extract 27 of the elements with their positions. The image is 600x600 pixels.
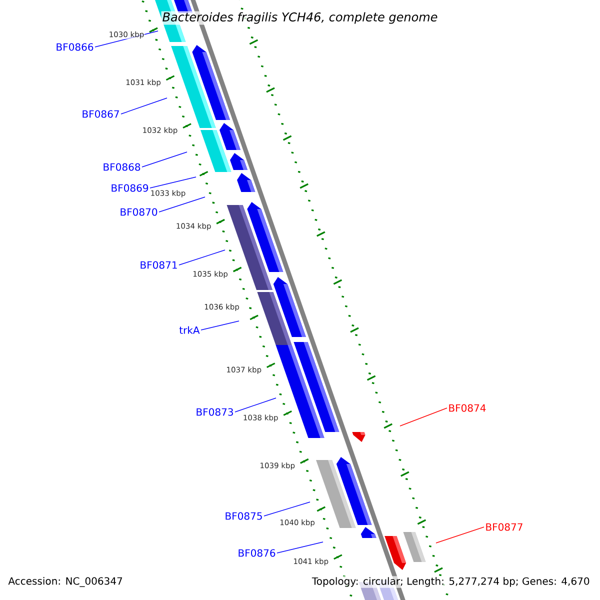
gene-label: BF0877 — [486, 523, 522, 531]
leader-line — [400, 408, 448, 426]
leader-line — [178, 250, 226, 266]
leader-line — [150, 176, 196, 188]
gene-label: BF0875 — [226, 512, 262, 520]
leader-line — [94, 30, 158, 48]
gene-label: BF0876 — [238, 549, 276, 557]
leader-line — [200, 320, 240, 330]
gene-label: trkA — [179, 326, 200, 334]
gene-label: BF0870 — [120, 208, 158, 216]
gene-label: BF0871 — [140, 261, 177, 269]
accession-label: Accession: NC_006347 — [8, 577, 122, 587]
gene-label: BF0867 — [82, 110, 119, 118]
genome-info-label: Topology: circular; Length: 5,277,274 bp; Genes: 4,670 — [310, 576, 591, 588]
gene-label: BF0869 — [112, 184, 148, 192]
leader-line — [158, 196, 206, 212]
leader-line — [436, 526, 484, 544]
gene-label: BF0874 — [449, 404, 486, 412]
leader-line — [142, 152, 188, 168]
title: Bacteroides fragilis YCH46, complete genome — [161, 11, 439, 25]
leader-line — [120, 98, 168, 114]
gene-label: BF0866 — [56, 43, 94, 51]
leader-line — [234, 398, 276, 412]
gene-label: BF0873 — [196, 408, 233, 416]
gene-label: BF0868 — [104, 163, 140, 171]
leader-line — [276, 542, 324, 554]
leader-line — [264, 502, 310, 516]
